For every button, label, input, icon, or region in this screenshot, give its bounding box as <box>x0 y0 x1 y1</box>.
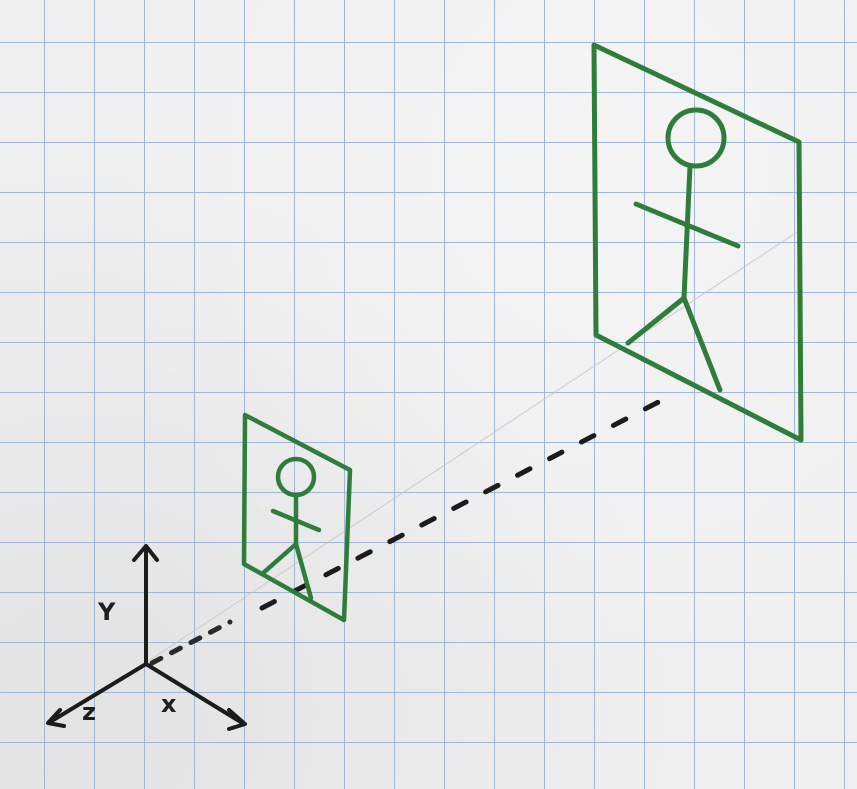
near-plane-frame <box>241 412 353 623</box>
projection-ray-segment-far <box>259 392 675 611</box>
near-figure-left-leg <box>259 541 299 577</box>
faint-guide-line <box>149 229 801 661</box>
x-axis-label: x <box>161 690 177 718</box>
far-plane-frame <box>591 42 804 443</box>
y-axis-arrowhead <box>132 544 159 562</box>
far-image-plane <box>591 42 804 443</box>
z-axis-label: z <box>82 698 96 726</box>
far-figure-torso <box>681 163 693 301</box>
far-figure-left-leg <box>625 295 687 346</box>
projection-ray <box>149 392 675 666</box>
far-figure-arms <box>633 201 741 249</box>
near-figure-right-leg <box>293 541 314 601</box>
near-image-plane <box>241 412 353 623</box>
x-axis-arrowhead <box>227 708 247 731</box>
y-axis-label: Y <box>97 598 116 626</box>
far-figure-head <box>665 107 727 169</box>
z-axis-line <box>48 662 148 724</box>
z-axis-arrowhead <box>46 708 66 728</box>
far-figure-right-leg <box>681 295 723 393</box>
near-figure-arms <box>270 508 322 533</box>
projection-ray-segment-near <box>149 619 233 666</box>
x-axis-line <box>144 662 246 726</box>
coordinate-axes <box>46 544 247 731</box>
near-stick-figure <box>259 456 322 601</box>
far-stick-figure <box>625 107 741 393</box>
